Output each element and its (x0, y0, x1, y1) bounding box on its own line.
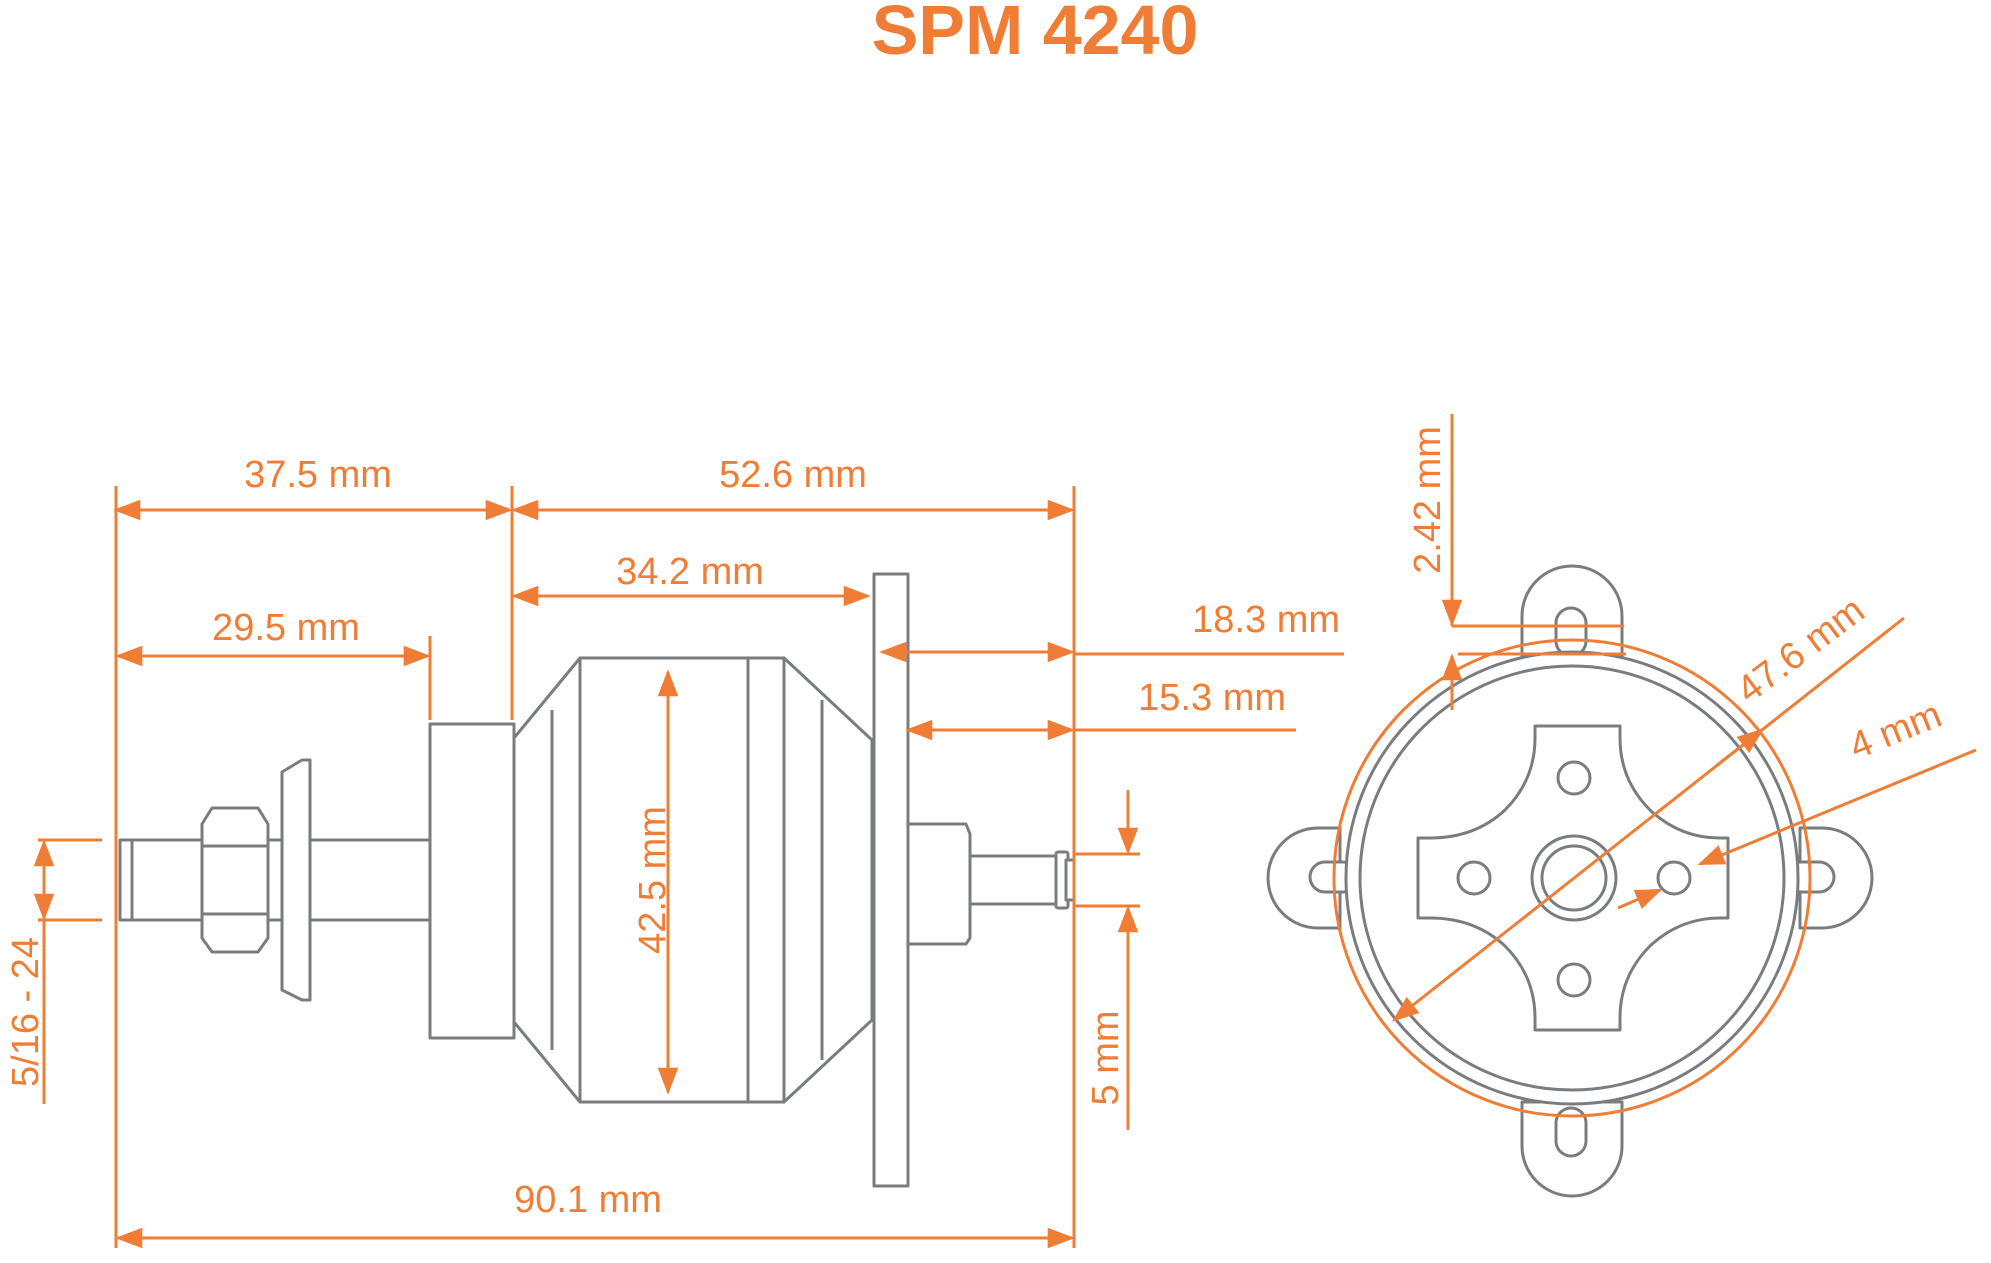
rotor-band (746, 656, 786, 1104)
page-title: SPM 4240 (872, 0, 1199, 69)
dim-2-42-label: 2.42 mm (1407, 426, 1449, 574)
side-view (118, 572, 1076, 1188)
mount-ear-left (1266, 826, 1342, 930)
bolt-circle (1332, 638, 1812, 1118)
collet (428, 722, 516, 1040)
rear-hub (906, 822, 972, 946)
dim-4-label: 4 mm (1844, 694, 1948, 769)
dim-37-5-label: 37.5 mm (244, 454, 392, 496)
prop-shaft (118, 838, 432, 922)
side-dimensions: 37.5 mm 52.6 mm 34.2 mm 29.5 mm 18.3 mm … (5, 454, 1344, 1249)
dim-34-2-label: 34.2 mm (616, 551, 764, 593)
dim-15-3-label: 15.3 mm (1138, 677, 1286, 719)
mount-hole-right (1656, 860, 1692, 896)
dim-42-5-label: 42.5 mm (632, 806, 674, 954)
dim-thread-label: 5/16 - 24 (5, 937, 47, 1087)
dim-52-6-label: 52.6 mm (719, 454, 867, 496)
rear-shaft (968, 854, 1062, 906)
dim-47-6-label: 47.6 mm (1729, 589, 1872, 712)
prop-washer (280, 758, 312, 1002)
mount-hole-left (1456, 860, 1492, 896)
front-bell (512, 656, 582, 1104)
prop-nut (200, 806, 270, 954)
mount-ear-right (1798, 826, 1874, 930)
dim-18-3-label: 18.3 mm (1192, 599, 1340, 641)
rear-bell (782, 656, 874, 1104)
dim-5-label: 5 mm (1085, 1011, 1127, 1106)
mount-plate (872, 572, 910, 1188)
mount-hole-top (1556, 760, 1592, 796)
dim-90-1-label: 90.1 mm (514, 1179, 662, 1221)
dim-29-5-label: 29.5 mm (212, 607, 360, 649)
mount-hole-bottom (1556, 962, 1592, 998)
